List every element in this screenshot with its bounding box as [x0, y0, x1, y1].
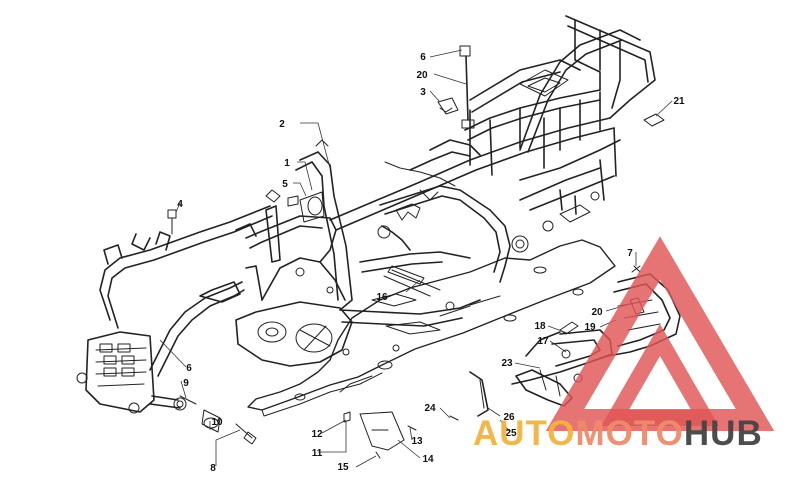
callout-23: 23: [501, 358, 513, 369]
watermark-moto: MOTO: [575, 414, 684, 453]
callout-13: 13: [411, 436, 423, 447]
callout-18: 18: [534, 321, 546, 332]
rear-frame: [329, 15, 656, 283]
watermark-hub: HUB: [683, 414, 763, 453]
callout-20: 20: [591, 307, 603, 318]
callout-4: 4: [177, 199, 183, 210]
part-8-bolt: [235, 423, 253, 439]
front-bumper: [76, 205, 273, 414]
part-26-brace: [469, 371, 489, 417]
part-14-bracket: [359, 411, 405, 451]
part-24-bolt: [449, 415, 459, 421]
part-22-pad: [643, 113, 665, 127]
callout-10: 10: [211, 417, 223, 428]
callout-16: 16: [376, 292, 388, 303]
part-16-panel: [387, 265, 425, 285]
callout-7-right: 7: [627, 248, 633, 259]
part-7-bolt-right: [631, 265, 641, 273]
callout-labels: 2 1 5 6 20 3 4 21 7 16 6 9 10 8 12 11 13…: [177, 52, 685, 474]
callout-24: 24: [424, 403, 436, 414]
callout-17: 17: [537, 336, 549, 347]
part-4-nut: [167, 209, 177, 219]
part-12-bolt: [343, 411, 351, 423]
watermark-triangle-small: [601, 323, 719, 426]
callout-19: 19: [584, 322, 596, 333]
skid-plate: [247, 239, 616, 417]
callout-22: 21: [673, 96, 685, 107]
part-21-rod: [465, 55, 469, 121]
hardware-parts: [167, 45, 665, 459]
callout-2: 2: [279, 119, 285, 130]
callout-5: 5: [282, 179, 288, 190]
callout-7-upper: 6: [420, 52, 426, 63]
leader-lines: [159, 49, 673, 468]
callout-11: 11: [312, 448, 323, 459]
callout-12: 12: [311, 429, 323, 440]
front-frame: [235, 151, 481, 367]
part-13-bolt: [407, 425, 417, 431]
callout-8: 8: [210, 463, 216, 474]
watermark-text: AUTOMOTOHUB: [473, 414, 763, 454]
callout-21: 20: [416, 70, 428, 81]
part-7-bolt-upper: [459, 45, 471, 57]
part-3-bumper: [437, 97, 459, 115]
part-2-clip: [315, 139, 329, 147]
callout-14: 14: [422, 454, 434, 465]
part-5-fastener: [287, 195, 299, 207]
callout-1: 1: [284, 158, 290, 169]
part-15-bolt: [375, 451, 381, 459]
callout-9: 9: [183, 378, 189, 389]
callout-26: 26: [503, 412, 515, 423]
callout-25: 25: [505, 428, 517, 439]
part-10-bushing: [201, 409, 221, 433]
callout-15: 15: [337, 462, 349, 473]
watermark-logo: [545, 236, 775, 431]
callout-6: 6: [186, 363, 192, 374]
watermark-auto: AUTO: [473, 414, 576, 453]
callout-3: 3: [420, 87, 426, 98]
part-9-bolt: [179, 395, 197, 405]
